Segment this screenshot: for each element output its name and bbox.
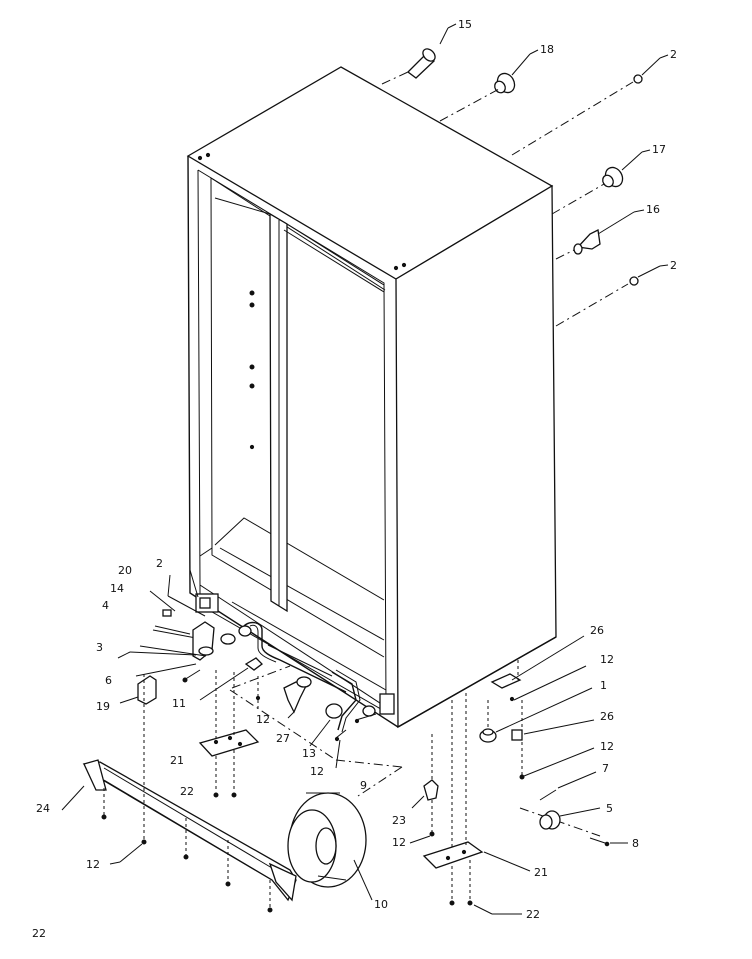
part-2-mid — [629, 264, 669, 286]
left-hinge-cluster — [117, 569, 403, 797]
callout-7: 7 — [602, 762, 609, 775]
callout-9: 9 — [360, 779, 367, 792]
callout-12-low: 12 — [310, 765, 324, 778]
part-15 — [407, 23, 457, 79]
callout-12-upper-right: 12 — [600, 653, 614, 666]
callout-12-23: 12 — [392, 836, 406, 849]
callout-3: 3 — [96, 641, 103, 654]
callout-labels: 15 18 2 17 16 2 2 20 14 4 3 6 19 11 12 2… — [36, 18, 677, 921]
part-16 — [573, 209, 645, 255]
callout-12-right: 12 — [600, 740, 614, 753]
callout-14: 14 — [110, 582, 124, 595]
callout-26-upper: 26 — [590, 624, 604, 637]
callout-17: 17 — [652, 143, 666, 156]
callout-6: 6 — [105, 674, 112, 687]
callout-2-top: 2 — [670, 48, 677, 61]
callout-22-right: 22 — [526, 908, 540, 921]
callout-5: 5 — [606, 802, 613, 815]
callout-19: 19 — [96, 700, 110, 713]
callout-1: 1 — [600, 679, 607, 692]
callout-15: 15 — [458, 18, 472, 31]
callout-27: 27 — [276, 732, 290, 745]
callout-21-right: 21 — [534, 866, 548, 879]
callout-23: 23 — [392, 814, 406, 827]
toe-plate-24 — [61, 674, 297, 913]
top-right-parts — [381, 23, 669, 327]
callout-21-left: 21 — [170, 754, 184, 767]
callout-10: 10 — [374, 898, 388, 911]
cabinet — [186, 66, 557, 729]
callout-8: 8 — [632, 837, 639, 850]
part-17 — [602, 149, 651, 188]
callout-12-left: 12 — [86, 858, 100, 871]
callout-16: 16 — [646, 203, 660, 216]
callout-13: 13 — [302, 747, 316, 760]
callout-18: 18 — [540, 43, 554, 56]
callout-24: 24 — [36, 802, 50, 815]
callout-4: 4 — [102, 599, 109, 612]
callout-2-mid: 2 — [670, 259, 677, 272]
callout-12-mid: 12 — [256, 713, 270, 726]
callout-2-left: 2 — [156, 557, 163, 570]
callout-26-lower: 26 — [600, 710, 614, 723]
part-2-top — [633, 54, 669, 84]
page-number: 22 — [32, 927, 46, 940]
callout-11: 11 — [172, 697, 186, 710]
right-lower-parts — [409, 635, 628, 915]
callout-20: 20 — [118, 564, 132, 577]
ring-10 — [287, 792, 373, 901]
bracket-21-left — [198, 670, 260, 798]
part-18 — [494, 49, 539, 94]
callout-22-left: 22 — [180, 785, 194, 798]
